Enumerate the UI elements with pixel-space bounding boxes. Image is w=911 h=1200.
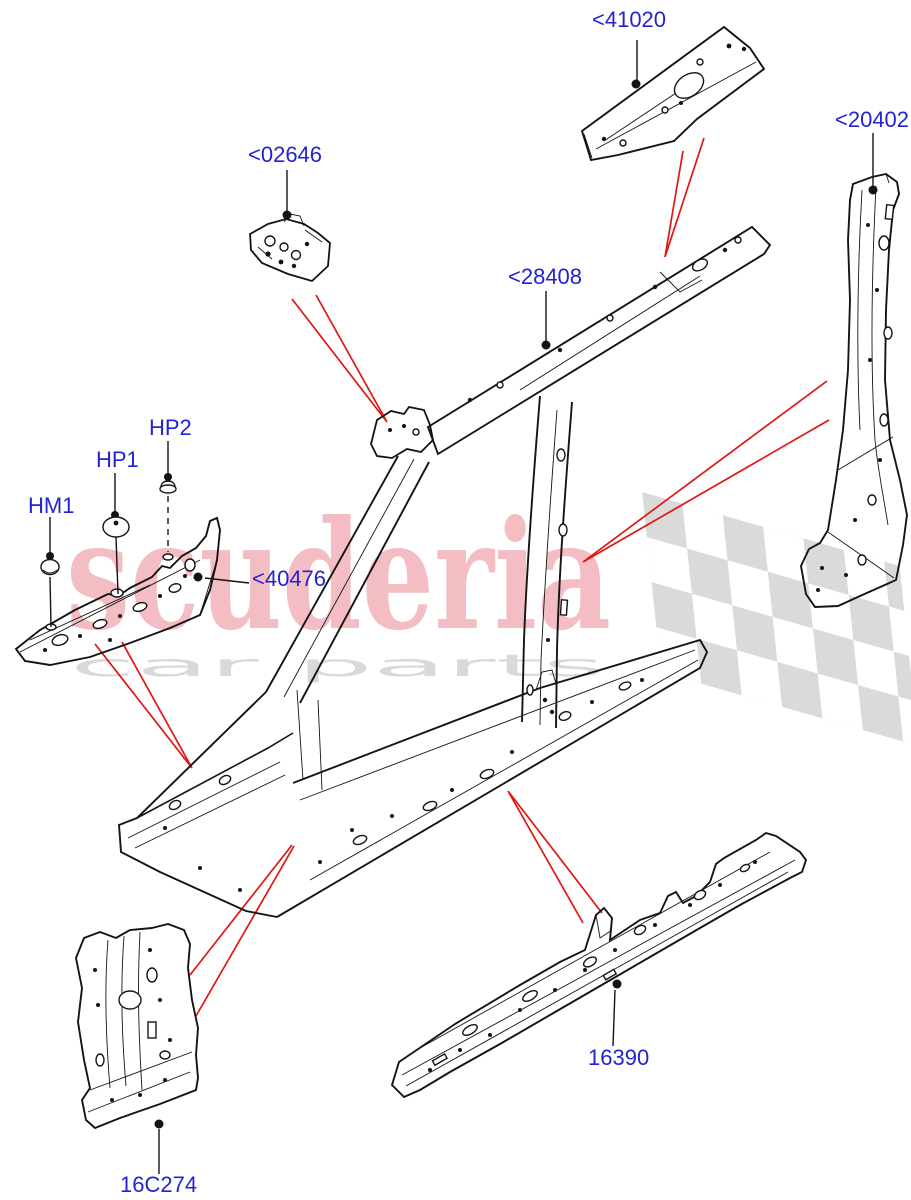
part-bracket-02646-drawing <box>249 213 331 283</box>
assembly-pointer-lines <box>94 137 830 1017</box>
part-label-hp1[interactable]: HP1 <box>96 447 139 472</box>
watermark-brand-text: scuderia <box>66 488 611 664</box>
leader-lines <box>154 40 878 1174</box>
part-roof-rail-41020-drawing <box>580 25 766 162</box>
fastener-hp1-plug <box>102 473 130 595</box>
fastener-hp2-plug <box>159 441 177 552</box>
part-sill-16390-drawing <box>390 831 808 1099</box>
part-apillar-inner-16c274-drawing <box>75 923 199 1130</box>
part-label-02646[interactable]: <02646 <box>248 142 322 167</box>
part-side-frame-28408-drawing <box>118 225 772 918</box>
watermark-tagline-text: car parts <box>70 649 605 684</box>
watermark: scuderia car parts <box>66 488 911 747</box>
part-label-20402[interactable]: <20402 <box>835 107 909 132</box>
part-labels: <41020 <20402 <02646 <28408 HP2 HP1 HM1 … <box>28 7 909 1197</box>
part-label-28408[interactable]: <28408 <box>508 264 582 289</box>
checkered-flag-watermark <box>642 492 911 747</box>
part-front-rail-40476-drawing <box>14 516 221 666</box>
part-label-41020[interactable]: <41020 <box>592 7 666 32</box>
part-label-16c274[interactable]: 16C274 <box>120 1172 197 1197</box>
part-label-hp2[interactable]: HP2 <box>149 415 192 440</box>
part-label-40476[interactable]: <40476 <box>252 566 326 591</box>
part-label-hm1[interactable]: HM1 <box>28 493 74 518</box>
part-rear-pillar-20402-drawing <box>800 172 908 608</box>
fastener-hm1-grommet <box>40 517 60 628</box>
part-label-16390[interactable]: 16390 <box>588 1045 649 1070</box>
